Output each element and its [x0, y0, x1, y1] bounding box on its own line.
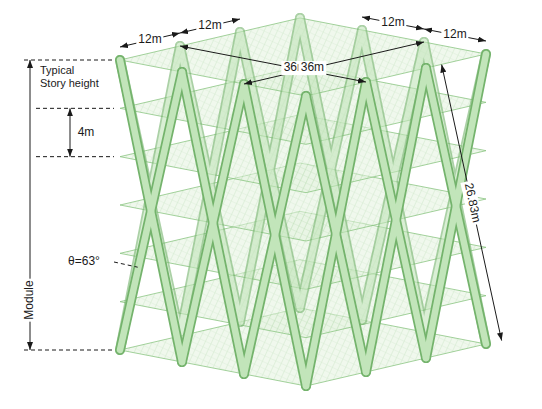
dimension-line	[424, 29, 486, 41]
dimension-label: 12m	[196, 19, 223, 33]
dimension-label: 12m	[379, 16, 406, 30]
extension-line	[36, 108, 114, 109]
dimension-line	[362, 17, 424, 29]
diagrid-member	[426, 54, 486, 358]
dimension-label: 36m	[299, 61, 326, 75]
diagrid-member	[120, 60, 182, 362]
dimension-label: 26.83m	[460, 180, 483, 226]
diagrid-member	[182, 84, 244, 362]
diagrid-member	[244, 84, 306, 386]
diagrid-member	[182, 72, 244, 374]
diagrid-member	[244, 84, 306, 386]
dimension-line	[120, 33, 180, 47]
note-label: Typical Story height	[38, 64, 104, 89]
extension-line	[114, 262, 138, 267]
extension-line	[36, 156, 114, 157]
dimension-line	[70, 108, 71, 156]
dimension-label: Module	[23, 278, 37, 321]
diagrid-member	[366, 68, 426, 372]
diagrid-member	[306, 82, 366, 386]
extension-line	[24, 60, 112, 61]
diagrid-member	[120, 72, 182, 350]
diagrid-member	[366, 68, 426, 372]
dimension-line	[180, 19, 240, 33]
dimension-label: 12m	[441, 28, 468, 42]
dimension-line	[244, 42, 424, 84]
angle-label: θ=63°	[66, 255, 102, 269]
dimension-label: 4m	[76, 126, 97, 140]
diagrid-member	[244, 96, 306, 374]
diagrid-member	[120, 60, 182, 362]
diagrid-member	[306, 82, 366, 386]
extension-line	[24, 350, 112, 351]
diagrid-member	[426, 54, 486, 358]
dimension-label: 12m	[136, 33, 163, 47]
diagrid-member	[182, 72, 244, 374]
dimension-line	[180, 46, 366, 82]
dimension-line	[442, 65, 502, 341]
